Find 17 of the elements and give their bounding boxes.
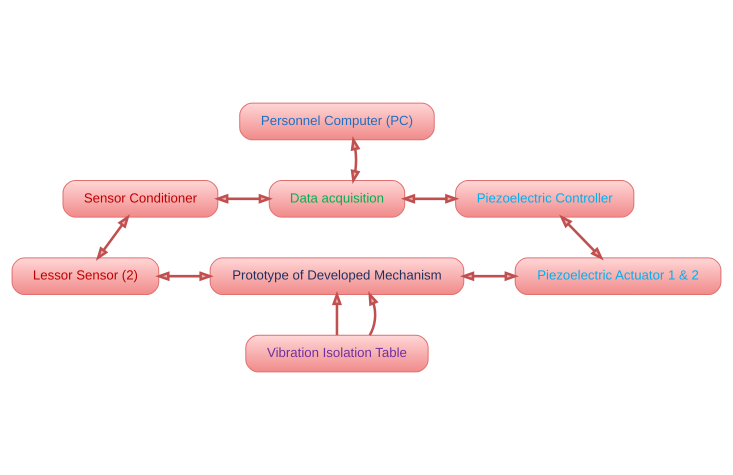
arrow <box>332 290 342 336</box>
node-box: Piezoelectric Controller <box>455 180 634 218</box>
arrow <box>155 271 214 282</box>
node-box: Personnel Computer (PC) <box>239 102 435 140</box>
arrow <box>96 214 130 261</box>
node-box: Prototype of Developed Mechanism <box>210 257 464 296</box>
arrow <box>350 136 360 184</box>
arrow <box>460 271 519 282</box>
node-box: Vibration Isolation Table <box>245 334 429 372</box>
node-box: Sensor Conditioner <box>62 180 218 218</box>
node-box: Data acquisition <box>268 180 406 218</box>
node-box: Piezoelectric Actuator 1 & 2 <box>514 257 722 296</box>
arrow <box>559 214 604 261</box>
node-box: Lessor Sensor (2) <box>12 257 160 296</box>
arrow <box>214 194 273 204</box>
arrow <box>368 291 379 336</box>
arrow <box>400 194 460 204</box>
